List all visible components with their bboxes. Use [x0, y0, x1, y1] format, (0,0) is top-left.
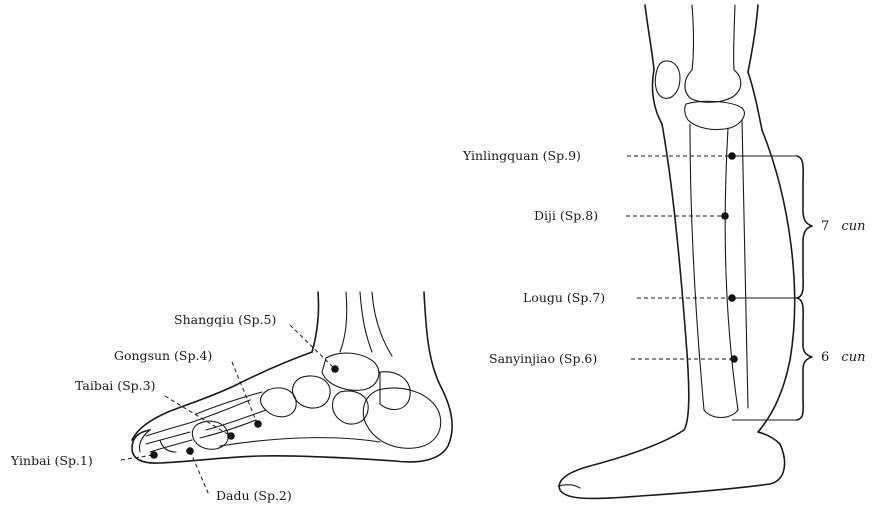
point-sanyinjiao [730, 355, 738, 363]
measure-7-value: 7 [821, 219, 829, 234]
label-yinbai: Yinbai (Sp.1) [10, 453, 93, 468]
measure-6-unit: cun [841, 350, 865, 365]
label-lougu: Lougu (Sp.7) [523, 290, 605, 305]
measure-7-unit: cun [841, 219, 865, 234]
leg-leaders [626, 156, 797, 420]
point-yinbai [150, 451, 158, 459]
measure-6-cun: 6 cun [821, 350, 865, 365]
measure-6-value: 6 [821, 350, 829, 365]
label-gongsun: Gongsun (Sp.4) [114, 348, 212, 363]
label-dadu: Dadu (Sp.2) [216, 488, 292, 503]
leader-gongsun [232, 362, 257, 423]
measurement-braces [797, 156, 812, 420]
point-diji [721, 212, 729, 220]
point-shangqiu [331, 365, 339, 373]
point-lougu [728, 294, 736, 302]
foot-points [150, 365, 339, 459]
leg-labels: Yinlingquan (Sp.9) Diji (Sp.8) Lougu (Sp… [462, 148, 605, 366]
measure-7-cun: 7 cun [821, 219, 865, 234]
point-yinlingquan [728, 152, 736, 160]
label-shangqiu: Shangqiu (Sp.5) [174, 312, 276, 327]
label-yinlingquan: Yinlingquan (Sp.9) [462, 148, 581, 163]
brace-7-cun [797, 156, 812, 298]
point-gongsun [254, 420, 262, 428]
measurement-labels: 7 cun 6 cun [821, 219, 865, 365]
label-diji: Diji (Sp.8) [534, 208, 598, 223]
foot-labels: Yinbai (Sp.1) Dadu (Sp.2) Taibai (Sp.3) … [10, 312, 292, 503]
point-taibai [227, 432, 235, 440]
leader-shangqiu [290, 325, 334, 368]
label-taibai: Taibai (Sp.3) [75, 378, 156, 393]
brace-6-cun [797, 298, 812, 420]
leg-illustration [558, 5, 795, 498]
leader-dadu [190, 451, 209, 495]
label-sanyinjiao: Sanyinjiao (Sp.6) [489, 351, 597, 366]
point-dadu [186, 447, 194, 455]
